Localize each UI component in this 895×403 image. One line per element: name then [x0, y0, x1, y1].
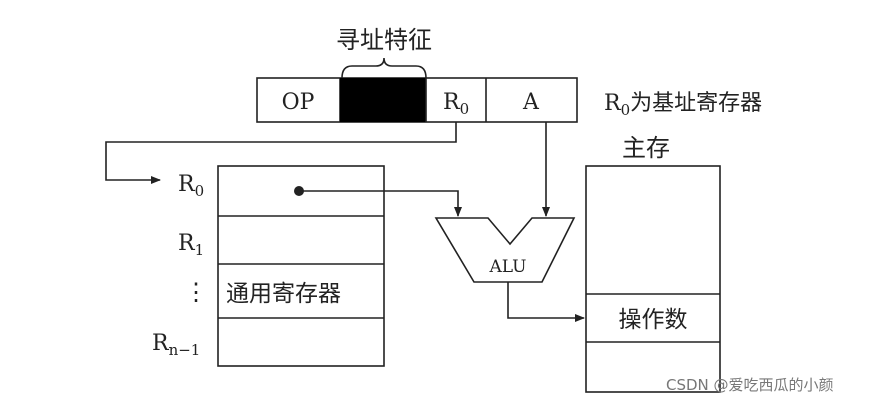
- op-field: OP: [282, 90, 315, 115]
- addressing-feature-field: [340, 78, 426, 122]
- instruction-format: OP R0 A: [256, 77, 578, 123]
- general-register-label: 通用寄存器: [226, 281, 341, 307]
- register-file: 通用寄存器: [217, 165, 385, 367]
- register-field: R0: [443, 90, 469, 118]
- register-r1-label: R1: [178, 231, 204, 259]
- r0-to-alu-line: [299, 190, 462, 217]
- register-rn-label: Rn−1: [152, 331, 200, 359]
- base-register-note: R0为基址寄存器: [604, 91, 762, 119]
- main-memory: 操作数: [585, 165, 721, 393]
- watermark: CSDN @爱吃西瓜的小颜: [666, 376, 834, 394]
- alu: ALU: [434, 217, 576, 283]
- alu-to-operand-line: [507, 282, 585, 322]
- register-r0-label: R0: [178, 172, 204, 200]
- address-field: A: [522, 90, 540, 115]
- operand-label: 操作数: [619, 307, 688, 333]
- register-ellipsis: ⋮: [184, 278, 208, 306]
- feature-brace: [341, 57, 427, 79]
- main-memory-title: 主存: [622, 134, 670, 162]
- addressing-feature-title: 寻址特征: [336, 26, 432, 54]
- register-select-line: [105, 122, 457, 184]
- alu-label: ALU: [489, 257, 527, 277]
